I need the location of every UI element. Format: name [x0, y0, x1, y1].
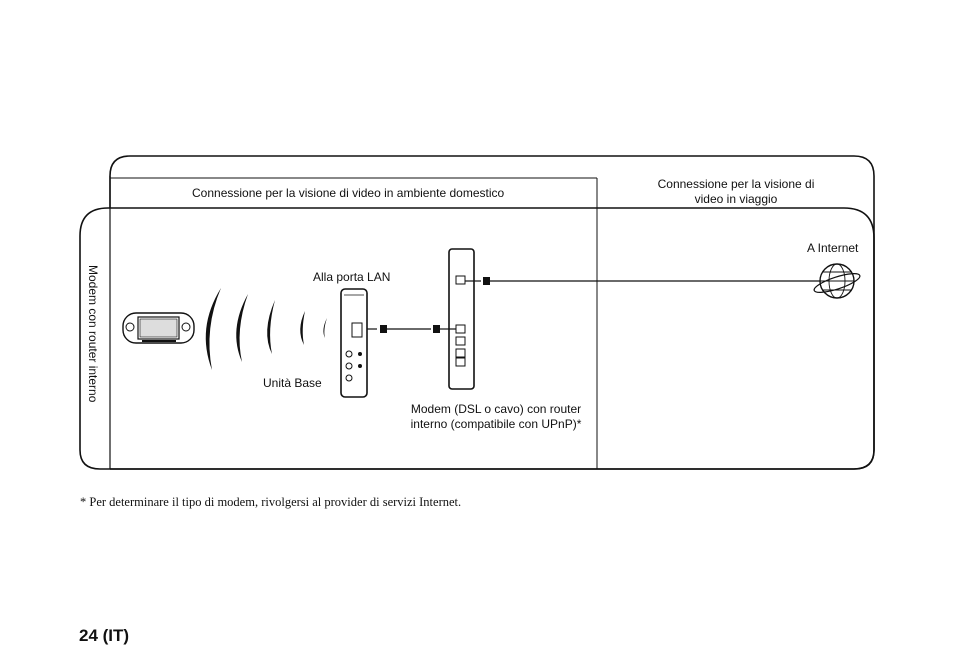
internet-label: A Internet: [807, 241, 859, 255]
page-number: 24 (IT): [79, 626, 130, 645]
wireless-waves-icon: [205, 288, 327, 370]
lan-plug-icon: [483, 277, 490, 285]
home-connection-title: Connessione per la visione di video in a…: [192, 186, 505, 200]
base-unit-label: Unità Base: [263, 376, 322, 390]
travel-connection-title-line1: Connessione per la visione di: [657, 177, 815, 191]
lan-plug-icon: [433, 325, 440, 333]
inner-frame: [79, 207, 875, 470]
lan-port-label: Alla porta LAN: [313, 270, 391, 284]
lan-cable: [367, 325, 456, 333]
footnote: * Per determinare il tipo di modem, rivo…: [80, 495, 462, 509]
travel-connection-title-line2: video in viaggio: [694, 192, 778, 206]
psp-device-icon: [122, 312, 195, 344]
modem-label-line2: interno (compatibile con UPnP)*: [410, 417, 582, 431]
wan-cable: [465, 277, 820, 285]
side-label: Modem con router interno: [86, 265, 100, 403]
modem-router-icon: [448, 248, 475, 390]
lan-plug-icon: [380, 325, 387, 333]
base-unit-icon: [340, 288, 368, 398]
modem-label-line1: Modem (DSL o cavo) con router: [410, 402, 582, 416]
globe-icon: [813, 263, 861, 299]
